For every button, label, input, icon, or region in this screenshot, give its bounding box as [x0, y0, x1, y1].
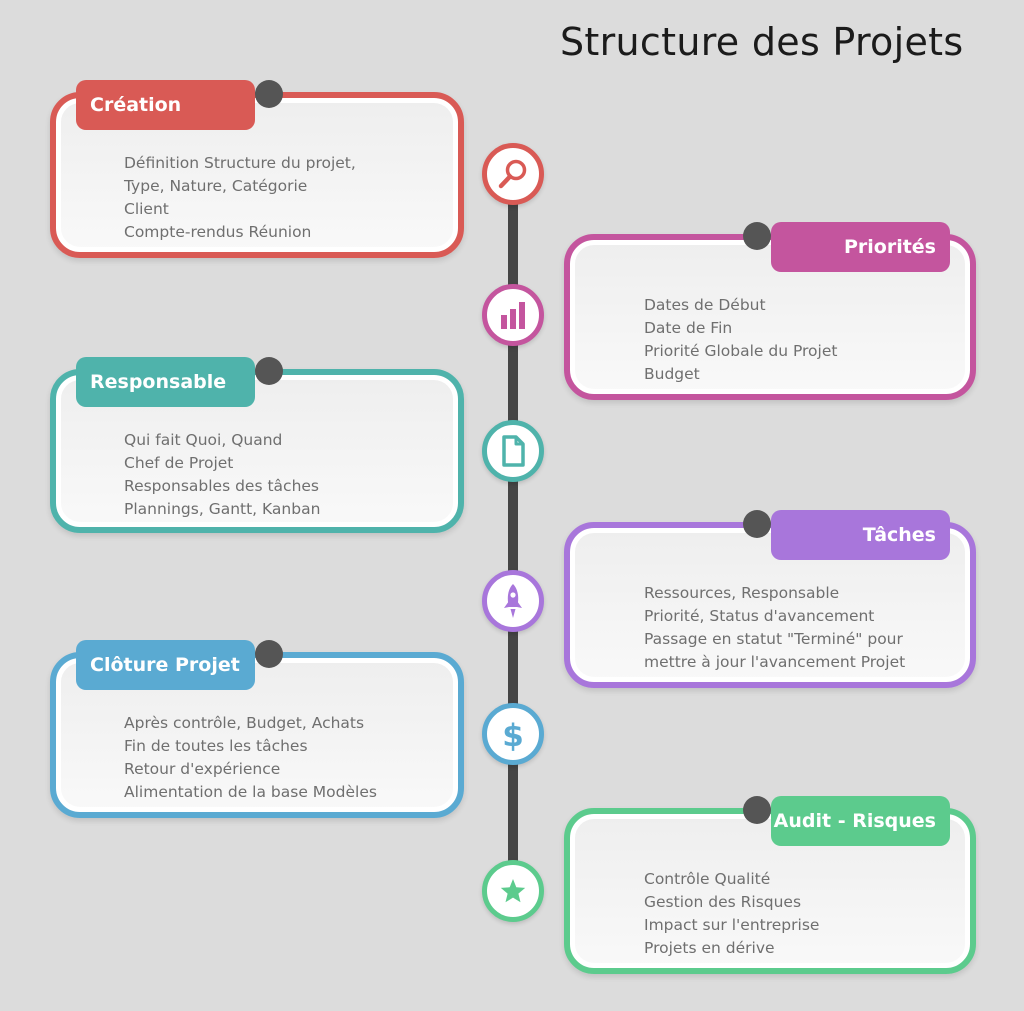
card-line: Type, Nature, Catégorie: [124, 177, 308, 195]
card-line: Définition Structure du projet,: [124, 154, 356, 172]
card-line: Budget: [644, 365, 700, 383]
card-responsable: Responsable Qui fait Quoi, Quand Chef de…: [50, 357, 464, 533]
card-lines-cloture: Après contrôle, Budget, Achats Fin de to…: [124, 712, 377, 804]
card-lines-responsable: Qui fait Quoi, Quand Chef de Projet Resp…: [124, 429, 320, 521]
document-icon: [496, 434, 530, 468]
node-cloture: $: [482, 703, 544, 765]
card-line: Impact sur l'entreprise: [644, 916, 820, 934]
card-line: Retour d'expérience: [124, 760, 281, 778]
card-title-audit: Audit - Risques: [771, 796, 950, 846]
card-knob: [255, 640, 283, 668]
card-line: Date de Fin: [644, 319, 733, 337]
bar-chart-icon: [496, 298, 530, 332]
card-line: Qui fait Quoi, Quand: [124, 431, 283, 449]
timeline-line: [508, 178, 518, 890]
card-line: Contrôle Qualité: [644, 870, 771, 888]
card-audit: Audit - Risques Contrôle Qualité Gestion…: [564, 796, 976, 974]
card-title-taches: Tâches: [771, 510, 950, 560]
card-cloture: Clôture Projet Après contrôle, Budget, A…: [50, 640, 464, 818]
card-lines-priorites: Dates de Début Date de Fin Priorité Glob…: [644, 294, 837, 386]
card-line: Après contrôle, Budget, Achats: [124, 714, 365, 732]
star-icon: [497, 875, 529, 907]
card-line: Fin de toutes les tâches: [124, 737, 308, 755]
page-title: Structure des Projets: [560, 20, 964, 64]
rocket-icon: [496, 582, 530, 620]
card-line: Client: [124, 200, 169, 218]
card-knob: [255, 80, 283, 108]
node-taches: [482, 570, 544, 632]
card-taches: Tâches Ressources, Responsable Priorité,…: [564, 510, 976, 688]
card-line: Passage en statut "Terminé" pour: [644, 630, 903, 648]
card-priorites: Priorités Dates de Début Date de Fin Pri…: [564, 222, 976, 400]
card-title-creation: Création: [76, 80, 255, 130]
card-knob: [743, 510, 771, 538]
card-line: Alimentation de la base Modèles: [124, 783, 377, 801]
card-line: mettre à jour l'avancement Projet: [644, 653, 906, 671]
card-title-responsable: Responsable: [76, 357, 255, 407]
card-creation: Création Définition Structure du projet,…: [50, 80, 464, 258]
node-audit: [482, 860, 544, 922]
node-priorites: [482, 284, 544, 346]
node-responsable: [482, 420, 544, 482]
card-knob: [743, 222, 771, 250]
card-line: Gestion des Risques: [644, 893, 802, 911]
card-lines-taches: Ressources, Responsable Priorité, Status…: [644, 582, 905, 674]
card-line: Priorité, Status d'avancement: [644, 607, 875, 625]
card-line: Compte-rendus Réunion: [124, 223, 312, 241]
card-line: Plannings, Gantt, Kanban: [124, 500, 321, 518]
card-line: Responsables des tâches: [124, 477, 319, 495]
card-line: Ressources, Responsable: [644, 584, 840, 602]
card-knob: [743, 796, 771, 824]
card-knob: [255, 357, 283, 385]
card-lines-creation: Définition Structure du projet, Type, Na…: [124, 152, 356, 244]
card-title-priorites: Priorités: [771, 222, 950, 272]
svg-text:$: $: [502, 718, 524, 753]
node-creation: [482, 143, 544, 205]
magnifier-icon: [496, 157, 530, 191]
card-line: Priorité Globale du Projet: [644, 342, 838, 360]
card-line: Dates de Début: [644, 296, 766, 314]
card-line: Chef de Projet: [124, 454, 234, 472]
card-title-cloture: Clôture Projet: [76, 640, 255, 690]
dollar-icon: $: [496, 715, 530, 753]
card-lines-audit: Contrôle Qualité Gestion des Risques Imp…: [644, 868, 819, 960]
card-line: Projets en dérive: [644, 939, 775, 957]
